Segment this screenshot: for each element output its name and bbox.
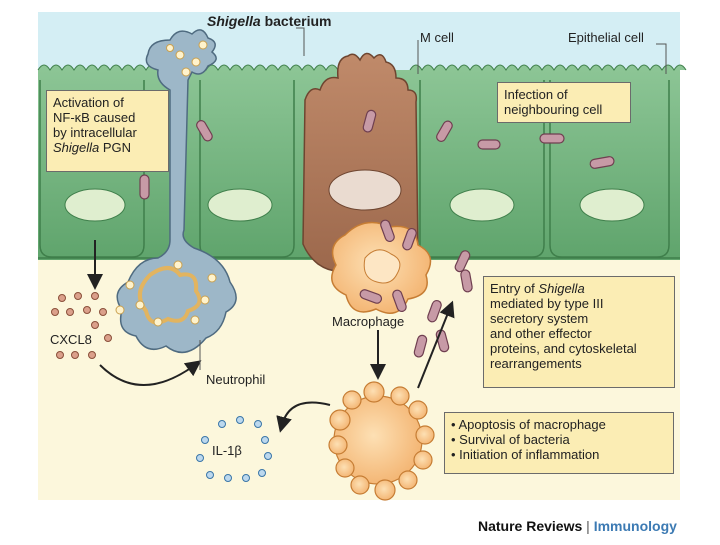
arrow-to-il1b <box>276 401 331 433</box>
box-line: Infection of <box>504 87 568 102</box>
outcome-item: • Survival of bacteria <box>451 432 570 447</box>
epithelial-nucleus <box>64 188 126 222</box>
infection-box: Infection of neighbouring cell <box>497 82 631 123</box>
epithelial-cell-label: Epithelial cell <box>568 30 644 45</box>
box-line: neighbouring cell <box>504 102 603 117</box>
bacterium-label: Shigella bacterium <box>207 13 332 29</box>
separator: | <box>582 518 594 534</box>
neutrophil-label: Neutrophil <box>206 372 266 387</box>
nfkb-activation-box: Activation of NF-κB caused by intracellu… <box>46 90 169 172</box>
leader-lines <box>199 27 667 370</box>
cxcl8-dots <box>51 292 112 359</box>
box-line: proteins, and cytoskeletal <box>490 341 637 356</box>
cxcl8-label: CXCL8 <box>50 332 92 347</box>
box-line: mediated by type III <box>490 296 604 311</box>
box-line: secretory system <box>490 311 589 326</box>
arrow-cxcl8-to-neutrophil <box>99 360 202 386</box>
neutrophil-shape <box>115 29 237 354</box>
outcome-item: • Initiation of inflammation <box>451 447 600 462</box>
outcome-item: • Apoptosis of macrophage <box>451 417 606 432</box>
apoptotic-macrophage-shape <box>328 381 435 501</box>
il1b-label: IL-1β <box>212 443 242 458</box>
entry-box: Entry of Shigella mediated by type III s… <box>483 276 675 388</box>
epithelial-nucleus <box>449 188 515 222</box>
macrophage-label: Macrophage <box>332 314 405 329</box>
epithelial-nucleus <box>207 188 273 222</box>
epithelial-nucleus <box>579 188 645 222</box>
box-line: by intracellular <box>53 125 137 140</box>
box-line: NF-κB caused <box>53 110 136 125</box>
journal-name: Nature Reviews <box>478 518 583 534</box>
outcomes-box: • Apoptosis of macrophage • Survival of … <box>444 412 674 474</box>
box-line: Entry of Shigella <box>490 281 585 296</box>
box-line: and other effector <box>490 326 592 341</box>
arrows <box>87 240 455 433</box>
m-cell-shape <box>302 52 419 272</box>
box-line: Activation of <box>53 95 124 110</box>
box-line: rearrangements <box>490 356 582 371</box>
box-line: Shigella PGN <box>53 140 132 155</box>
journal-section: Immunology <box>593 518 677 534</box>
journal-credit: Nature Reviews | Immunology <box>478 518 677 534</box>
il1b-dots <box>196 416 272 482</box>
m-cell-label: M cell <box>420 30 454 45</box>
arrow-bacteria-escape <box>417 300 455 389</box>
shigella-bacteria <box>139 109 615 358</box>
